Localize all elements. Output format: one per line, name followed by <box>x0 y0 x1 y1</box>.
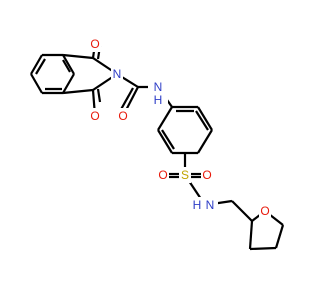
atom-o2: O <box>89 108 101 124</box>
bond-line <box>157 129 173 154</box>
atom-labels: O N O O N H S O O <box>89 36 271 219</box>
bond-line <box>30 54 43 75</box>
atom-n-amide-label: N <box>154 80 163 94</box>
bond-line <box>62 54 75 75</box>
atom-n-imide-label: N <box>113 67 122 81</box>
bond-line <box>62 73 75 94</box>
atom-o2-label: O <box>90 109 99 123</box>
atom-o1: O <box>89 36 101 52</box>
atom-o-s-left: O <box>157 167 169 183</box>
bond-line <box>197 106 213 131</box>
atom-h-amide-label: H <box>154 93 163 107</box>
atom-n-imide: N <box>111 66 123 82</box>
bond-lines <box>30 43 285 251</box>
bond-line <box>35 58 46 75</box>
atom-s-label: S <box>181 168 189 182</box>
bond-line <box>195 110 209 131</box>
atom-o-s-right: O <box>201 167 213 183</box>
bond-line <box>62 88 94 95</box>
bond-line <box>274 224 285 249</box>
atom-n-sulfonamide-label: N <box>206 198 215 212</box>
atom-o-ring-label: O <box>260 204 269 218</box>
bond-line <box>248 220 254 250</box>
atom-h-sulfonamide-label: H <box>193 198 202 212</box>
atom-o-ring: O <box>259 203 271 219</box>
atom-o-s-right-label: O <box>202 168 211 182</box>
bond-line <box>30 73 43 94</box>
atom-n-amide: N H <box>148 80 168 108</box>
bond-line <box>157 106 173 131</box>
molecule-structure: O N O O N H S O O <box>30 36 285 251</box>
bond-line <box>96 88 102 103</box>
bond-line <box>197 129 213 154</box>
atom-o1-label: O <box>90 37 99 51</box>
bond-line <box>161 129 175 150</box>
atom-o-s-left-label: O <box>158 168 167 182</box>
molecule-svg: O N O O N H S O O <box>30 36 285 251</box>
bond-line <box>62 59 71 73</box>
bond-line <box>231 200 253 222</box>
atom-s: S <box>179 167 191 183</box>
bond-line <box>249 246 277 251</box>
bond-line <box>62 53 94 60</box>
atom-o-amide: O <box>117 108 129 124</box>
atom-n-sulfonamide: H N <box>190 197 218 213</box>
atom-o-amide-label: O <box>118 109 127 123</box>
